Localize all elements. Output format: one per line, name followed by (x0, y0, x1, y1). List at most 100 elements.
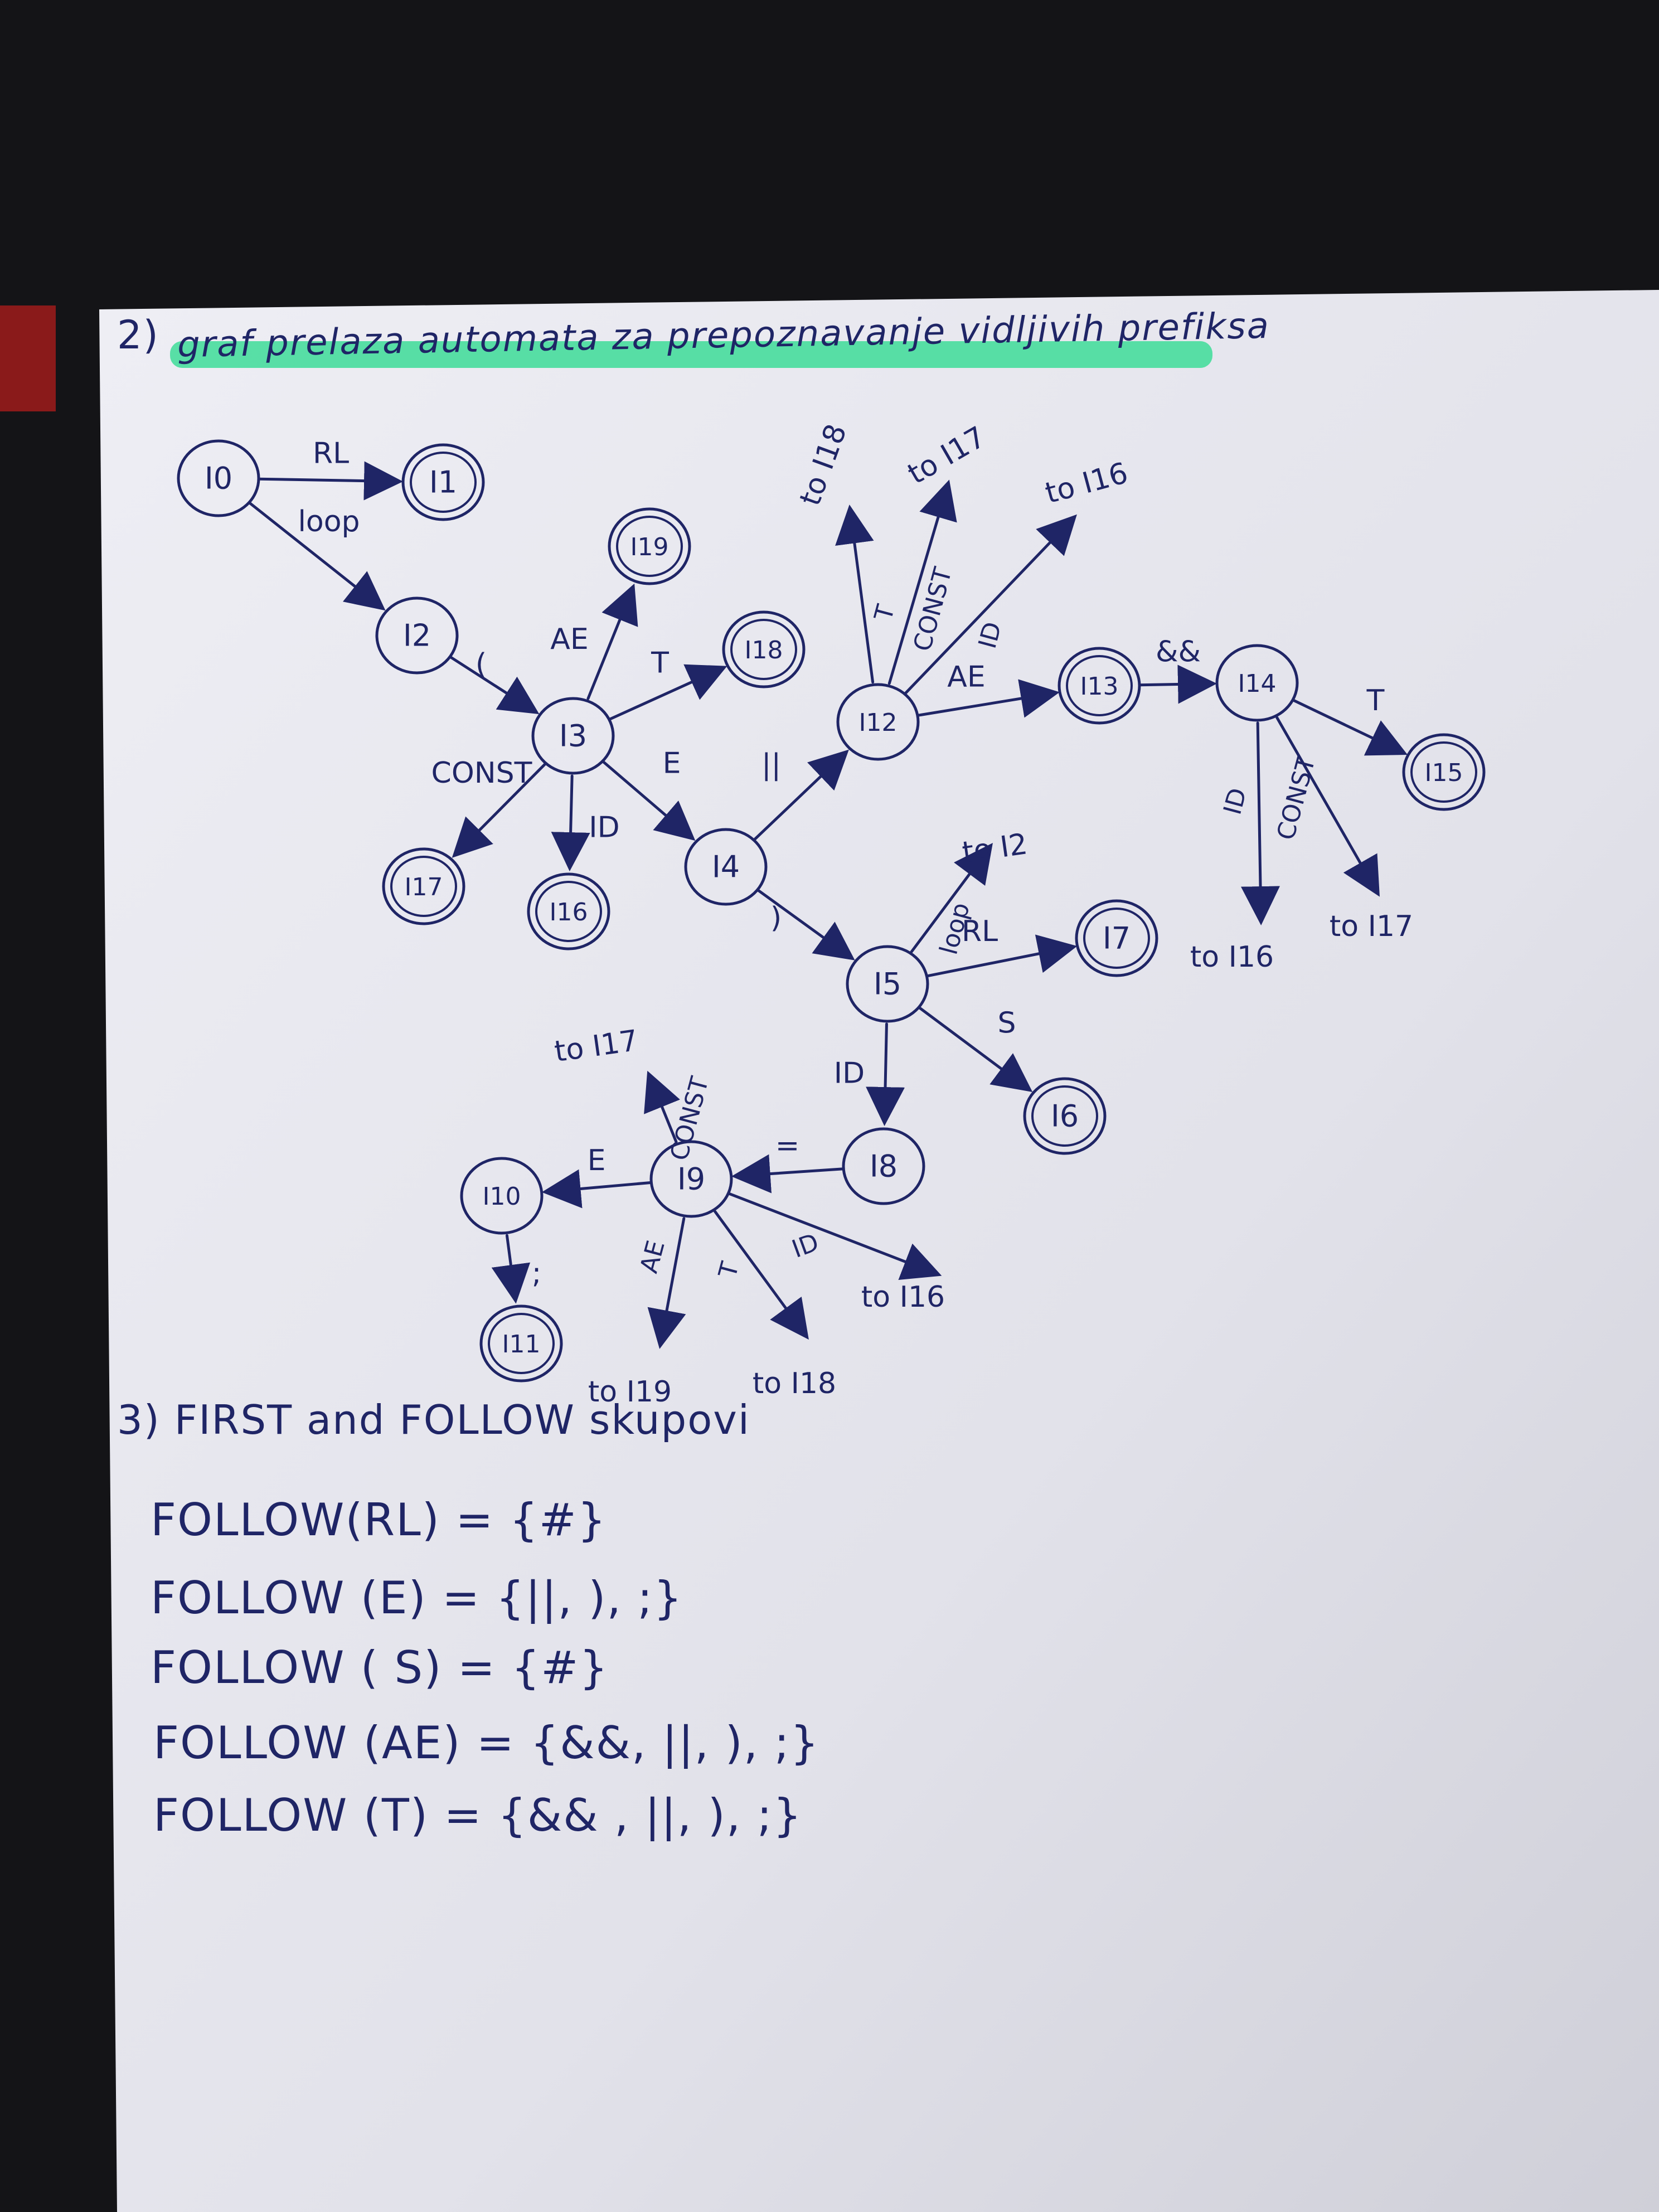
state-i16: I16 (527, 872, 610, 950)
state-i12: I12 (836, 683, 920, 761)
edge-I2-I3 (449, 656, 540, 715)
edge-label-I0-I1: RL (313, 437, 349, 470)
edge-I12-I13 (916, 679, 1060, 718)
stub-target-I9-id: to I16 (861, 1280, 945, 1314)
state-label-i18: I18 (745, 636, 783, 664)
title-highlight (170, 341, 1212, 368)
accepting-ring-i13 (1066, 655, 1133, 716)
stub-label-I12-const: CONST (908, 564, 958, 654)
state-label-i11: I11 (502, 1330, 541, 1359)
stub-I9-const (644, 1070, 680, 1143)
stub-I12-t (835, 505, 875, 684)
state-label-i0: I0 (205, 461, 232, 496)
edge-I4-I12 (753, 749, 849, 841)
edge-I10-I11 (491, 1234, 531, 1304)
stub-I12-id (904, 514, 1077, 695)
stub-label-I9-ae: AE (635, 1238, 671, 1276)
state-circle-i6 (1023, 1077, 1107, 1155)
state-i4: I4 (684, 828, 768, 906)
edge-label-I4-I12: || (761, 748, 781, 782)
edge-label-I14-I15: T (1366, 684, 1385, 717)
state-i7: I7 (1075, 899, 1158, 977)
state-i14: I14 (1215, 644, 1299, 722)
section3-heading: 3) FIRST and FOLLOW skupovi (117, 1396, 750, 1443)
edge-label-I10-I11: ; (532, 1257, 542, 1291)
follow-line-1: FOLLOW(RL) = {#} (151, 1494, 607, 1546)
stub-target-I12-id: to I16 (1042, 457, 1132, 511)
state-label-i15: I15 (1425, 759, 1463, 787)
accepting-ring-i6 (1031, 1085, 1098, 1147)
state-label-i10: I10 (483, 1182, 521, 1211)
stub-target-I5-loop: to I2 (960, 827, 1029, 870)
edge-I13-I14 (1138, 664, 1217, 704)
state-circle-i9 (649, 1140, 733, 1218)
stub-I9-ae (647, 1217, 686, 1349)
edge-label-I5-I8: ID (834, 1057, 865, 1090)
stub-label-I12-t: T (869, 601, 901, 624)
accepting-ring-i1 (410, 452, 477, 513)
edge-label-I5-I6: S (997, 1007, 1016, 1040)
state-i15: I15 (1402, 733, 1486, 811)
edge-I3-I18 (608, 664, 727, 721)
state-circle-i13 (1058, 647, 1141, 725)
state-circle-i2 (375, 596, 459, 675)
edge-I3-I19 (586, 583, 638, 700)
accepting-ring-i18 (730, 619, 797, 680)
state-label-i13: I13 (1080, 672, 1119, 701)
edge-label-I5-I7: RL (962, 915, 998, 948)
stub-target-I9-const: to I17 (552, 1024, 640, 1069)
state-label-i8: I8 (870, 1149, 898, 1184)
stub-target-I9-t: to I18 (753, 1367, 836, 1400)
stub-label-I9-id: ID (788, 1228, 822, 1264)
follow-line-3: FOLLOW ( S) = {#} (151, 1642, 609, 1694)
stub-label-I9-const: CONST (665, 1074, 715, 1163)
stub-target-I14-const: to I17 (1330, 910, 1413, 943)
state-circle-i5 (846, 945, 929, 1023)
stub-I9-t (714, 1210, 809, 1340)
section2-number: 2) (117, 312, 159, 358)
edge-label-I0-I2: loop (298, 505, 360, 539)
accepting-ring-i19 (616, 516, 683, 577)
state-i9: I9 (649, 1140, 733, 1218)
state-circle-i4 (684, 828, 768, 906)
edge-label-I13-I14: && (1156, 636, 1201, 669)
edge-label-I3-I19: AE (550, 623, 588, 656)
state-label-i16: I16 (550, 898, 588, 926)
stub-label-I5-loop: loop (934, 900, 976, 958)
edge-I14-I15 (1292, 698, 1408, 756)
edge-label-I3-I4: E (663, 747, 681, 780)
state-circle-i8 (842, 1127, 925, 1205)
stub-I12-const (887, 479, 957, 685)
stub-target-I12-t: to I18 (793, 420, 853, 510)
edge-label-I3-I16: ID (589, 811, 619, 845)
state-i13: I13 (1058, 647, 1141, 725)
state-circle-i14 (1215, 644, 1299, 722)
state-circle-i19 (608, 507, 691, 585)
stub-label-I14-id: ID (1218, 785, 1252, 817)
edge-label-I9-I10: E (588, 1144, 606, 1177)
edge-label-I12-I13: AE (947, 661, 985, 694)
stub-I14-id (1241, 721, 1280, 925)
stub-I9-id (727, 1192, 942, 1280)
state-i8: I8 (842, 1127, 925, 1205)
stub-label-I12-id: ID (973, 619, 1007, 651)
state-label-i6: I6 (1051, 1099, 1079, 1134)
edge-label-I4-I5: ) (770, 901, 782, 935)
accepting-ring-i16 (535, 881, 602, 942)
red-object (0, 305, 56, 411)
stub-target-I12-const: to I17 (902, 420, 991, 491)
state-label-i2: I2 (403, 618, 431, 653)
state-circle-i3 (531, 697, 615, 775)
state-i0: I0 (177, 439, 260, 517)
edge-I0-I1 (257, 461, 404, 501)
state-i19: I19 (608, 507, 691, 585)
state-label-i7: I7 (1103, 921, 1131, 956)
state-circle-i0 (177, 439, 260, 517)
state-label-i14: I14 (1238, 670, 1277, 698)
state-i3: I3 (531, 697, 615, 775)
state-i2: I2 (375, 596, 459, 675)
state-circle-i11 (479, 1304, 563, 1382)
